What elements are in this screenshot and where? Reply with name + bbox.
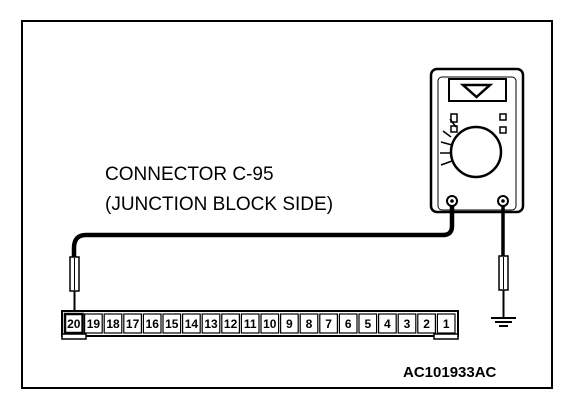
figure-code: AC101933AC xyxy=(403,364,497,381)
connector-pin-cell xyxy=(436,313,456,334)
connector-pin-number: 11 xyxy=(244,317,257,331)
connector-pin-number: 9 xyxy=(286,317,293,331)
connector-pin-number: 4 xyxy=(384,317,391,331)
voltage-indicator-icon xyxy=(459,83,494,99)
connector-pin-cell xyxy=(240,313,260,334)
connector-pin-cell xyxy=(299,313,319,334)
connector-pin-number: 13 xyxy=(204,317,218,331)
connector-pin-number: 6 xyxy=(345,317,352,331)
connector-pin-cell xyxy=(201,313,221,334)
connector-pin-cell xyxy=(103,313,123,334)
connector-pin-cell xyxy=(280,313,299,334)
connector-pin-number: 18 xyxy=(106,317,120,331)
connector-pin-cell xyxy=(358,313,378,334)
connector-pin-number: 1 xyxy=(443,317,450,331)
test-lead-wire xyxy=(71,206,455,257)
connector-side-label: (JUNCTION BLOCK SIDE) xyxy=(105,194,333,215)
connector-pin-cell xyxy=(397,313,417,334)
multimeter-icon xyxy=(429,67,525,214)
connector-pin-cell xyxy=(221,313,241,334)
probe-right-icon xyxy=(498,255,509,318)
connector-pin-number: 5 xyxy=(364,317,371,331)
connector-pin-cell xyxy=(319,313,338,334)
connector-pin-cell xyxy=(417,313,436,334)
connector-pin-cell xyxy=(123,313,143,334)
connector-pin-cell xyxy=(338,313,358,334)
connector-pin-number: 17 xyxy=(126,317,140,331)
figure-frame xyxy=(21,20,553,389)
connector-pin-number: 10 xyxy=(263,317,277,331)
connector-pin-cell xyxy=(142,313,162,334)
ground-symbol-icon xyxy=(491,317,516,327)
connector-pin-number: 7 xyxy=(325,317,332,331)
connector-pin-number: 16 xyxy=(146,317,160,331)
connector-label: CONNECTOR C-95 xyxy=(105,164,274,185)
probe-left-icon xyxy=(69,256,80,316)
connector-pin-number: 3 xyxy=(404,317,411,331)
connector-pin-cell xyxy=(83,313,103,334)
connector-pin-number: 20 xyxy=(67,317,81,331)
connector-pin-number: 2 xyxy=(423,317,430,331)
connector-pin-cell xyxy=(378,313,397,334)
connector-pin-number: 15 xyxy=(165,317,179,331)
connector-pin-cell xyxy=(63,312,84,335)
connector-pin-number: 12 xyxy=(224,317,238,331)
selector-dial xyxy=(449,125,503,179)
connector-pin-number: 8 xyxy=(306,317,313,331)
connector-pin-cell xyxy=(260,313,280,334)
connector-pin-cell xyxy=(182,313,201,334)
connector-pin-number: 14 xyxy=(185,317,199,331)
connector-pin-cell xyxy=(162,313,182,334)
connector-pin-number: 19 xyxy=(87,317,101,331)
